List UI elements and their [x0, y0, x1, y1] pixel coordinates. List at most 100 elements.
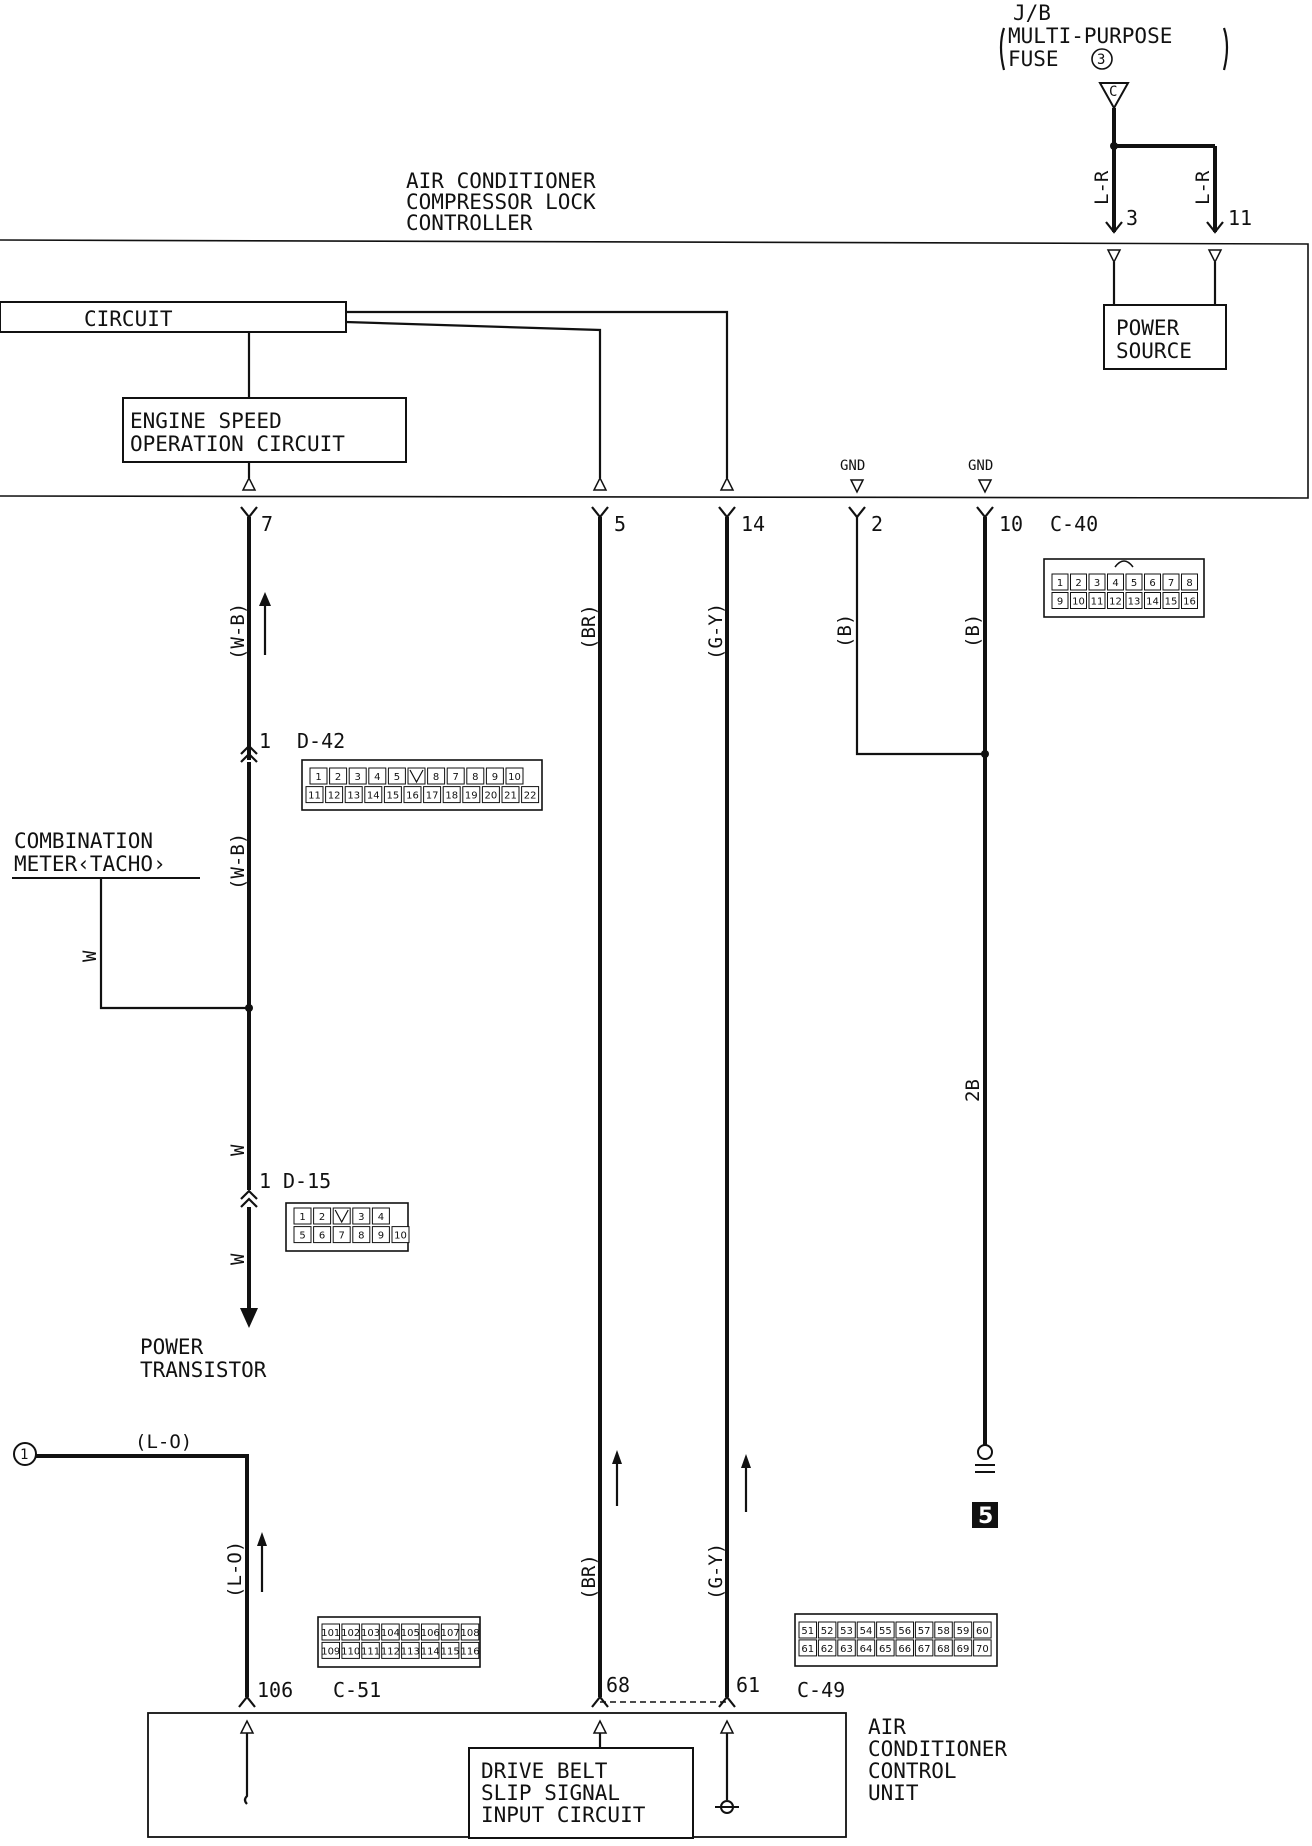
c51-cell — [341, 1623, 360, 1641]
d42-cell — [387, 767, 406, 785]
c49-pin-number: 55 — [879, 1626, 892, 1637]
fuse-label-multipurpose: MULTI-PURPOSE — [1008, 24, 1172, 48]
d15-cell — [313, 1207, 332, 1225]
d42-pin-number: 4 — [374, 772, 380, 783]
c49-cell — [798, 1639, 817, 1657]
c49-pin-number: 54 — [860, 1626, 873, 1637]
c49-cell — [817, 1639, 837, 1657]
c40-cell — [1088, 573, 1106, 591]
c40-pin-number: 7 — [1168, 578, 1174, 589]
d15-pin-number: 4 — [378, 1212, 384, 1223]
wire-lo — [36, 1454, 249, 1697]
c49-pin-number: 59 — [957, 1626, 970, 1637]
c49-pin-number: 65 — [879, 1644, 892, 1655]
c49-cell — [837, 1639, 856, 1657]
c51-cell — [421, 1623, 440, 1641]
control-unit-title-1: AIR — [868, 1715, 906, 1739]
d42-pin-number: 8 — [433, 772, 439, 783]
c49-pin-number: 60 — [976, 1626, 989, 1637]
d42-pin-number: 8 — [472, 772, 478, 783]
c49-cell — [876, 1639, 895, 1657]
c51-pin-number: 108 — [461, 1628, 480, 1639]
drive-belt-label-3: INPUT CIRCUIT — [481, 1803, 646, 1827]
reference-number: 1 — [20, 1447, 28, 1463]
d42-cell — [427, 767, 446, 785]
c49-cell — [895, 1639, 914, 1657]
c51-cell — [381, 1641, 400, 1659]
fuse-connector-letter: C — [1109, 84, 1117, 100]
d42-cell — [466, 767, 485, 785]
pin7-inner-triangle — [241, 476, 257, 491]
wire-label-fuse-right: L-R — [1192, 170, 1214, 205]
d42-cell — [348, 767, 367, 785]
c40-cell — [1181, 573, 1198, 591]
d42-pin-number: 19 — [465, 791, 478, 802]
d42-cell — [505, 767, 524, 785]
c40-pin-number: 2 — [1075, 578, 1081, 589]
d42-cell — [305, 786, 324, 804]
d42-cell — [462, 786, 481, 804]
wire-label-gy-lower: (G-Y) — [705, 1543, 727, 1600]
c51-pin-number: 104 — [381, 1628, 400, 1639]
connector-d15-label: D-15 — [283, 1169, 331, 1193]
wire-combination-branch — [99, 878, 249, 1010]
d42-pin-number: 2 — [335, 772, 341, 783]
d42-pin-number: 17 — [426, 791, 439, 802]
splice-ground — [981, 750, 989, 758]
pin-fork-106 — [238, 1695, 256, 1708]
c40-cell — [1051, 573, 1069, 591]
wire-label-pin7-lower-2: W — [227, 1253, 249, 1265]
c49-pin-number: 53 — [840, 1626, 853, 1637]
c51-cell — [440, 1623, 460, 1641]
power-source-label-2: SOURCE — [1116, 339, 1192, 363]
d42-cell — [442, 786, 461, 804]
wire-label-pin10: (B) — [962, 614, 984, 648]
c51-pin-number: 105 — [401, 1628, 420, 1639]
pin-fork-61 — [718, 1695, 736, 1708]
d15-cell — [352, 1226, 371, 1244]
d42-pin: 1 — [259, 729, 271, 753]
c49-cell — [934, 1621, 953, 1639]
c51-pin-number: 103 — [361, 1628, 380, 1639]
wire-label-fuse-left: L-R — [1091, 170, 1113, 205]
d42-pin-number: 1 — [315, 772, 321, 783]
c40-pin-number: 5 — [1131, 578, 1137, 589]
pin-10: 10 — [999, 512, 1023, 536]
circuit-line-5 — [345, 320, 602, 478]
d15-pin-number: 9 — [378, 1231, 384, 1242]
c51-cell — [341, 1641, 360, 1659]
c51-pin-number: 111 — [361, 1646, 380, 1657]
d15-cell — [352, 1207, 371, 1225]
c51-cell — [421, 1641, 440, 1659]
pin-7: 7 — [261, 512, 273, 536]
d42-pin-number: 12 — [328, 791, 341, 802]
d42-pin-number: 16 — [406, 791, 419, 802]
c49-cell — [817, 1621, 837, 1639]
c49-cell — [914, 1639, 934, 1657]
d15-cell — [293, 1207, 312, 1225]
c51-cell — [460, 1641, 480, 1659]
engine-speed-box — [122, 397, 407, 463]
circuit-label: CIRCUIT — [84, 307, 173, 331]
gnd-label-2: GND — [840, 458, 865, 474]
c40-cell — [1162, 592, 1180, 609]
c40-pin-number: 10 — [1072, 597, 1085, 608]
c40-pin-number: 13 — [1128, 597, 1141, 608]
c40-cell — [1181, 592, 1198, 609]
d15-cell — [371, 1226, 390, 1244]
fuse-paren-right — [1222, 27, 1229, 71]
d42-pin-number: 21 — [504, 791, 517, 802]
connector-c49-label: C-49 — [797, 1678, 845, 1702]
c49-pin-number: 67 — [918, 1644, 931, 1655]
d15-junction-mark — [240, 1189, 258, 1208]
wire-pin2-b — [855, 517, 985, 756]
pin-fork-3 — [1105, 221, 1123, 234]
ground-number-badge — [972, 1502, 998, 1528]
d42-cell — [309, 767, 328, 785]
fuse-number-circle — [1091, 48, 1113, 70]
pin-68: 68 — [606, 1673, 630, 1697]
c49-cell — [856, 1639, 876, 1657]
pin68-inner-triangle — [592, 1719, 608, 1734]
